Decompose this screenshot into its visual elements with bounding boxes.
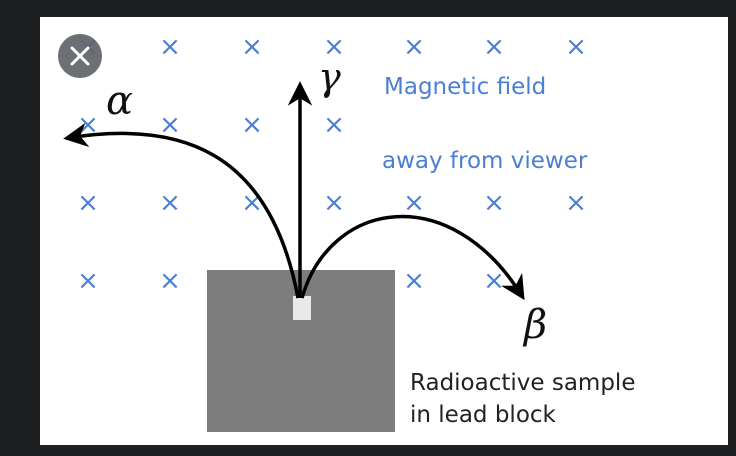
field-cross: ×	[159, 110, 181, 140]
close-button[interactable]	[58, 34, 102, 78]
field-cross: ×	[565, 32, 587, 62]
sample-label-line2: in lead block	[410, 402, 557, 428]
beta-particle-path	[300, 214, 525, 301]
magnetic-field-crosses: ××××××××××××××××××××××	[77, 32, 587, 296]
alpha-label: α	[106, 78, 133, 124]
field-cross: ×	[241, 32, 263, 62]
field-cross: ×	[403, 188, 425, 218]
field-cross: ×	[159, 266, 181, 296]
field-cross: ×	[483, 32, 505, 62]
field-cross: ×	[403, 266, 425, 296]
beta-label: β	[522, 302, 547, 348]
field-cross: ×	[323, 110, 345, 140]
field-label-line1: Magnetic field	[384, 74, 546, 100]
close-icon	[70, 46, 90, 66]
alpha-particle-path	[63, 122, 300, 299]
field-cross: ×	[77, 266, 99, 296]
field-cross: ×	[403, 32, 425, 62]
field-cross: ×	[159, 32, 181, 62]
field-label-line2: away from viewer	[382, 148, 588, 174]
field-cross: ×	[241, 188, 263, 218]
field-cross: ×	[323, 32, 345, 62]
field-cross: ×	[77, 188, 99, 218]
sample-label-line1: Radioactive sample	[410, 370, 635, 396]
field-cross: ×	[241, 110, 263, 140]
field-cross: ×	[323, 188, 345, 218]
gamma-label: γ	[318, 55, 341, 99]
field-cross: ×	[159, 188, 181, 218]
sample-opening	[293, 296, 311, 320]
field-cross: ×	[483, 266, 505, 296]
field-cross: ×	[565, 188, 587, 218]
field-cross: ×	[483, 188, 505, 218]
